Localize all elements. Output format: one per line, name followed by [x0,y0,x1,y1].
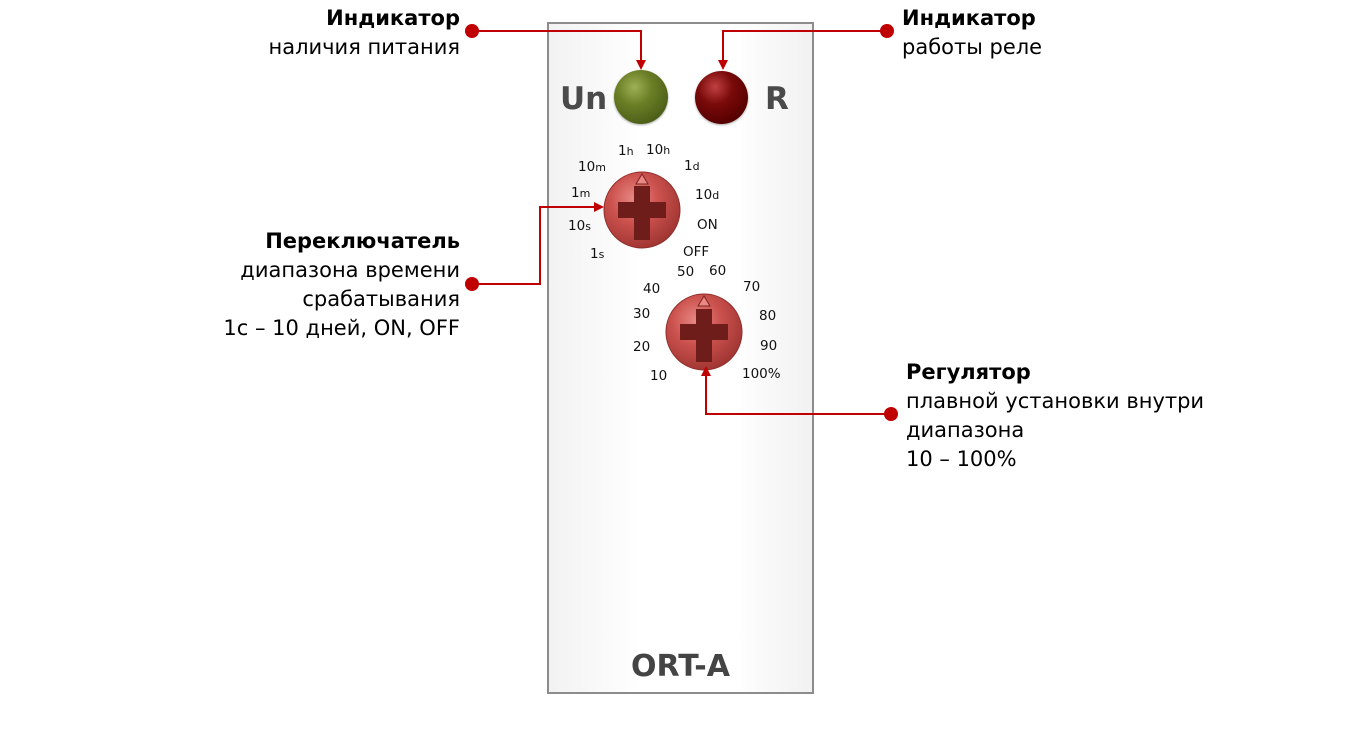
range-label-1s: 1s [590,246,605,262]
power-indicator-led [614,70,668,124]
switch-callout-pointer [465,202,604,291]
regulator-label-50: 50 [677,264,695,280]
regulator-label-90: 90 [760,338,778,354]
range-switch-knob[interactable] [603,171,681,249]
regulator-label-20: 20 [633,339,651,355]
range-label-10m: 10m [578,159,606,175]
switch-callout-title: Переключатель [265,229,460,253]
power-callout-title: Индикатор [326,6,460,30]
range-label-1m: 1m [571,185,591,201]
relay-callout-line: работы реле [902,35,1043,59]
regulator-callout-pointer [701,366,898,421]
switch-callout: Переключатель диапазона времени срабатыв… [223,227,460,343]
range-label-1h: 1h [618,143,634,159]
regulator-label-80: 80 [759,308,777,324]
range-label-off: OFF [683,244,710,260]
relay-callout-pointer [718,24,894,70]
regulator-callout: Регулятор плавной установки внутри диапа… [906,358,1204,474]
relay-indicator-led [695,71,748,124]
device-model-label: ORT-A [631,649,730,684]
fine-regulator-knob[interactable] [665,293,743,371]
regulator-callout-line: плавной установки внутри [906,389,1205,413]
switch-callout-line: диапазона времени [240,258,460,282]
power-led-label: Un [560,81,608,117]
power-callout: Индикатор наличия питания [268,4,460,62]
power-callout-line: наличия питания [268,35,460,59]
range-label-10s: 10s [568,218,591,234]
regulator-label-10: 10 [650,368,668,384]
range-label-on: ON [697,217,718,233]
regulator-callout-title: Регулятор [906,360,1031,384]
range-label-1d: 1d [684,158,700,174]
regulator-label-30: 30 [633,306,651,322]
regulator-label-70: 70 [743,279,761,295]
regulator-callout-line: диапазона [906,418,1025,442]
switch-callout-line: срабатывания [302,287,460,311]
regulator-label-100: 100% [742,366,781,382]
regulator-callout-line: 10 – 100% [906,447,1017,471]
switch-callout-line: 1с – 10 дней, ON, OFF [223,316,460,340]
regulator-label-40: 40 [643,281,661,297]
range-label-10h: 10h [646,142,671,158]
relay-callout-title: Индикатор [902,6,1036,30]
relay-led-label: R [765,81,789,117]
power-callout-pointer [465,24,646,70]
regulator-label-60: 60 [709,263,727,279]
relay-callout: Индикатор работы реле [902,4,1042,62]
range-label-10d: 10d [695,187,720,203]
